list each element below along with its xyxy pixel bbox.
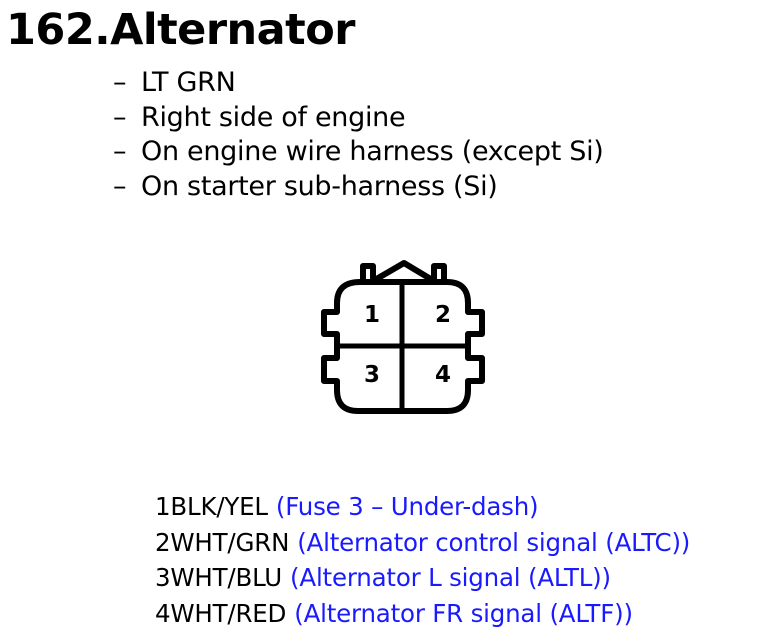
connector-properties-list: –LT GRN –Right side of engine –On engine… <box>113 66 604 204</box>
component-number: 162. <box>6 5 111 55</box>
property-harness-si: On starter sub-harness (Si) <box>141 170 498 202</box>
wire-color: WHT/GRN <box>170 527 290 557</box>
terminal-3-label: 3 <box>364 362 380 388</box>
pin-description: (Alternator L signal (ALTL)) <box>290 563 611 592</box>
page-title: 162.Alternator <box>6 2 355 58</box>
wire-color: BLK/YEL <box>170 492 268 521</box>
wire-color: WHT/RED <box>170 598 287 628</box>
pinout-list: 1BLK/YEL(Fuse 3 – Under-dash) 2WHT/GRN(A… <box>155 489 690 631</box>
property-item: –On engine wire harness (except Si) <box>113 135 604 170</box>
pinout-row: 4WHT/RED(Alternator FR signal (ALTF)) <box>155 596 690 632</box>
wire-color: WHT/BLU <box>170 563 283 592</box>
dash-bullet: – <box>113 136 127 167</box>
pin-number: 1 <box>155 492 171 521</box>
property-location: Right side of engine <box>141 101 406 133</box>
pin-number: 4 <box>155 598 171 628</box>
pinout-row: 1BLK/YEL(Fuse 3 – Under-dash) <box>155 489 690 525</box>
dash-bullet: – <box>113 101 127 133</box>
property-item: –LT GRN <box>113 66 604 101</box>
pin-description: (Fuse 3 – Under-dash) <box>275 492 539 521</box>
property-harness: On engine wire harness (except Si) <box>141 136 604 167</box>
property-color: LT GRN <box>141 67 236 98</box>
latch-tab-left <box>360 263 376 282</box>
terminal-1-label: 1 <box>364 302 380 328</box>
keying-peak <box>371 260 436 284</box>
latch-tab-right <box>431 263 447 282</box>
component-name: Alternator <box>110 5 355 55</box>
property-item: –Right side of engine <box>113 101 604 136</box>
pin-description: (Alternator FR signal (ALTF)) <box>294 598 633 628</box>
property-item: –On starter sub-harness (Si) <box>113 170 604 205</box>
dash-bullet: – <box>113 170 127 202</box>
terminal-2-label: 2 <box>435 302 451 328</box>
pin-number: 3 <box>155 563 171 592</box>
pinout-row: 2WHT/GRN(Alternator control signal (ALTC… <box>155 525 690 561</box>
dash-bullet: – <box>113 67 127 98</box>
pin-number: 2 <box>155 527 171 557</box>
terminal-4-label: 4 <box>435 362 451 388</box>
pinout-row: 3WHT/BLU(Alternator L signal (ALTL)) <box>155 560 690 596</box>
pin-description: (Alternator control signal (ALTC)) <box>297 527 691 557</box>
